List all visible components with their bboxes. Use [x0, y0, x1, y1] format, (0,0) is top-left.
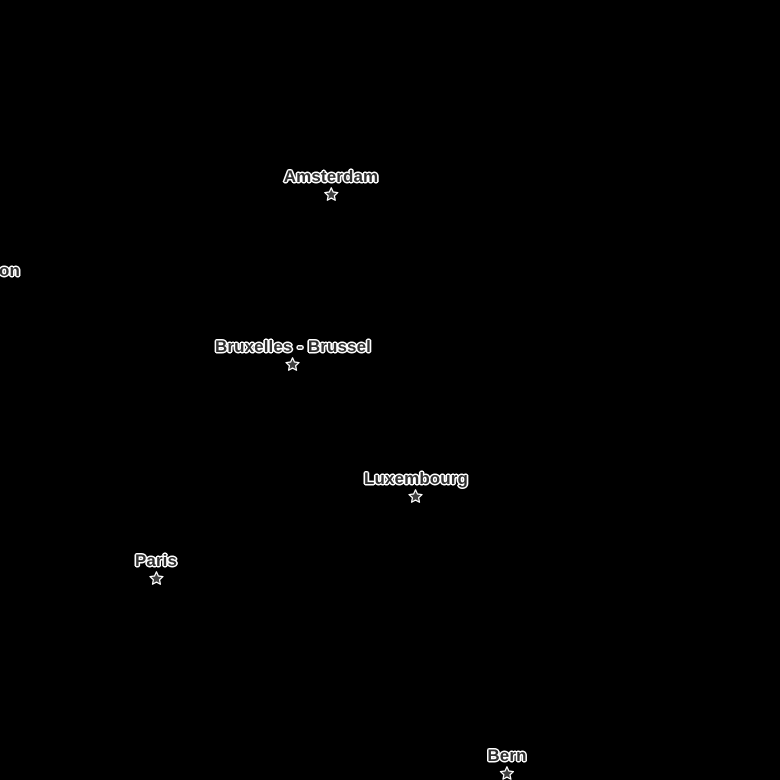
city-marker-luxembourg[interactable]: Luxembourg	[364, 470, 468, 503]
city-marker-paris[interactable]: Paris	[135, 552, 177, 585]
star-icon	[148, 570, 164, 585]
star-icon	[285, 356, 301, 371]
city-label: Paris	[134, 551, 178, 570]
city-marker-clipped-left[interactable]: on	[0, 262, 20, 280]
city-label-fragment: on	[0, 261, 20, 280]
city-marker-bruxelles-brussel[interactable]: Bruxelles - Brussel	[215, 338, 371, 371]
star-icon	[408, 488, 424, 503]
city-label: Amsterdam	[283, 167, 379, 186]
star-icon	[499, 765, 515, 780]
star-icon	[323, 186, 339, 201]
city-label: Luxembourg	[364, 469, 468, 488]
city-marker-bern[interactable]: Bern	[487, 747, 526, 780]
city-marker-amsterdam[interactable]: Amsterdam	[284, 168, 378, 201]
city-label: Bern	[487, 746, 527, 765]
city-label: Bruxelles - Brussel	[215, 337, 371, 356]
